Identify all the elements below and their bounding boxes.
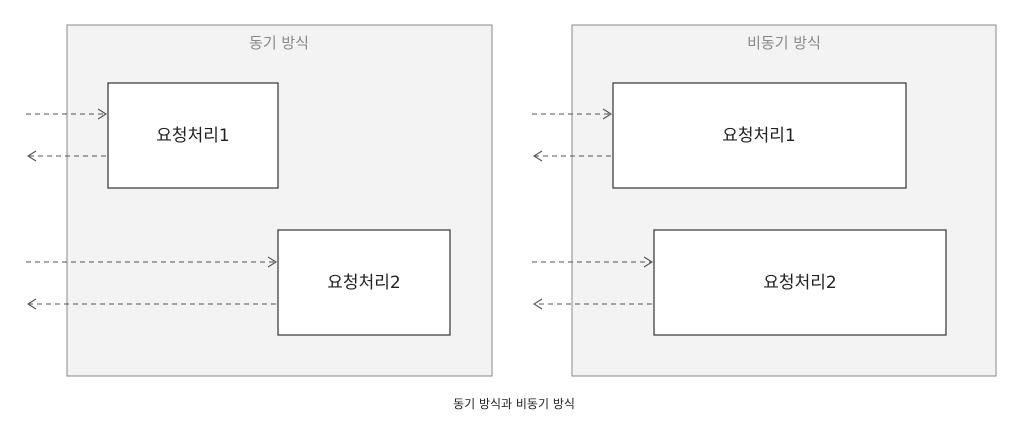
sync-request-box-2-label: 요청처리2 xyxy=(327,273,400,293)
sync-request-box-1-label: 요청처리1 xyxy=(156,126,229,146)
async-request-box-2 xyxy=(653,229,947,336)
async-panel-title: 비동기 방식 xyxy=(747,34,821,52)
sync-request-2-out-arrowhead xyxy=(26,298,37,310)
async-request-box-1-label: 요청처리1 xyxy=(722,126,795,146)
sync-request-1-out-arrowhead xyxy=(26,150,37,162)
sync-panel: 동기 방식 요청처리1 요청처리2 xyxy=(26,24,493,377)
sync-request-box-1 xyxy=(107,82,279,189)
async-request-1-out-arrowhead xyxy=(532,150,543,162)
async-request-1-in-arrowhead xyxy=(602,108,613,120)
async-request-box-1 xyxy=(612,82,907,189)
async-panel: 비동기 방식 요청처리1 요청처리2 xyxy=(532,24,997,377)
sync-request-2-in-arrowhead xyxy=(267,256,278,268)
async-request-box-2-label: 요청처리2 xyxy=(763,273,836,293)
diagram-caption: 동기 방식과 비동기 방식 xyxy=(453,397,575,411)
sync-panel-title: 동기 방식 xyxy=(249,34,309,52)
sync-request-1-in-arrowhead xyxy=(97,108,108,120)
async-request-2-in-arrowhead xyxy=(643,256,654,268)
sync-request-box-2 xyxy=(277,229,451,336)
async-request-2-out-arrowhead xyxy=(532,298,543,310)
